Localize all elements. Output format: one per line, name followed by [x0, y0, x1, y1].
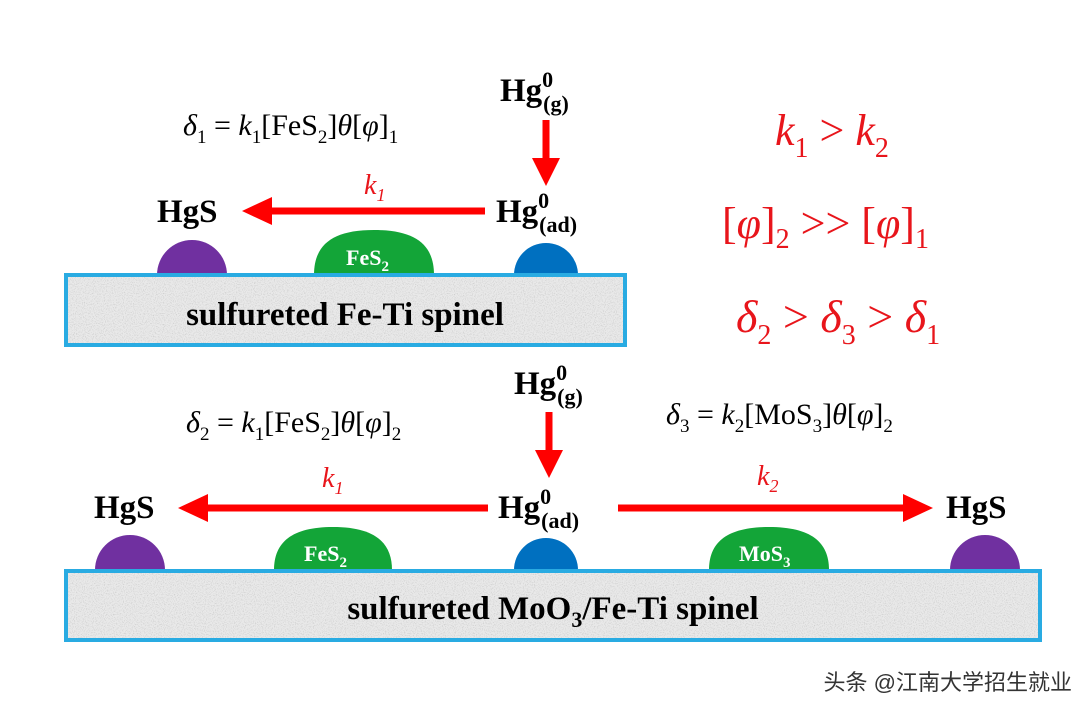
bottom-left-hgs-label: HgS — [94, 490, 155, 526]
top-hg-ad-label: Hg0(ad) — [496, 188, 577, 237]
bottom-substrate-label: sulfureted MoO3/Fe-Ti spinel — [347, 591, 758, 632]
bottom-k1-label: k1 — [322, 463, 343, 498]
top-substrate-texture — [66, 275, 625, 345]
delta1-equation: δ1 = k1[FeS2]θ[φ]1 — [183, 109, 398, 148]
top-hg-gas-label: Hg0(g) — [500, 67, 569, 116]
top-substrate-border — [64, 273, 627, 347]
top-fes2-particle — [314, 230, 434, 275]
watermark: 头条 @江南大学招生就业 — [824, 670, 1072, 695]
bottom-left-hgs-particle — [95, 535, 165, 570]
bottom-k1-arrowhead — [178, 494, 208, 522]
top-k1-label: k1 — [364, 170, 385, 205]
bottom-k2-label: k2 — [757, 461, 778, 496]
top-substrate-label: sulfureted Fe-Ti spinel — [186, 297, 504, 333]
delta-relation: δ2 > δ3 > δ1 — [736, 291, 940, 351]
bottom-right-hgs-particle — [950, 535, 1020, 570]
top-adsorption-arrowhead — [532, 158, 560, 186]
bottom-adsorption-arrowhead — [535, 450, 563, 478]
bottom-substrate-texture — [66, 571, 1040, 640]
top-hg-ad-particle — [514, 243, 578, 275]
delta3-equation: δ3 = k2[MoS3]θ[φ]2 — [666, 398, 893, 437]
bottom-mos3-label: MoS3 — [739, 541, 791, 571]
top-fes2-label: FeS2 — [346, 245, 389, 275]
top-k1-arrowhead — [242, 197, 272, 225]
bottom-hg-ad-label: Hg0(ad) — [498, 484, 579, 533]
top-hgs-label: HgS — [157, 194, 218, 230]
top-hgs-particle — [157, 240, 227, 275]
phi-relation: [φ]2 >> [φ]1 — [722, 199, 929, 255]
bottom-fes2-label: FeS2 — [304, 541, 347, 571]
k-relation: k1 > k2 — [775, 106, 889, 164]
bottom-fes2-particle — [274, 527, 392, 570]
bottom-mos3-particle — [709, 527, 829, 570]
bottom-k2-arrowhead — [903, 494, 933, 522]
bottom-substrate-border — [64, 569, 1042, 642]
bottom-hg-ad-particle — [514, 538, 578, 570]
bottom-right-hgs-label: HgS — [946, 490, 1007, 526]
delta2-equation: δ2 = k1[FeS2]θ[φ]2 — [186, 406, 401, 445]
bottom-hg-gas-label: Hg0(g) — [514, 360, 583, 409]
